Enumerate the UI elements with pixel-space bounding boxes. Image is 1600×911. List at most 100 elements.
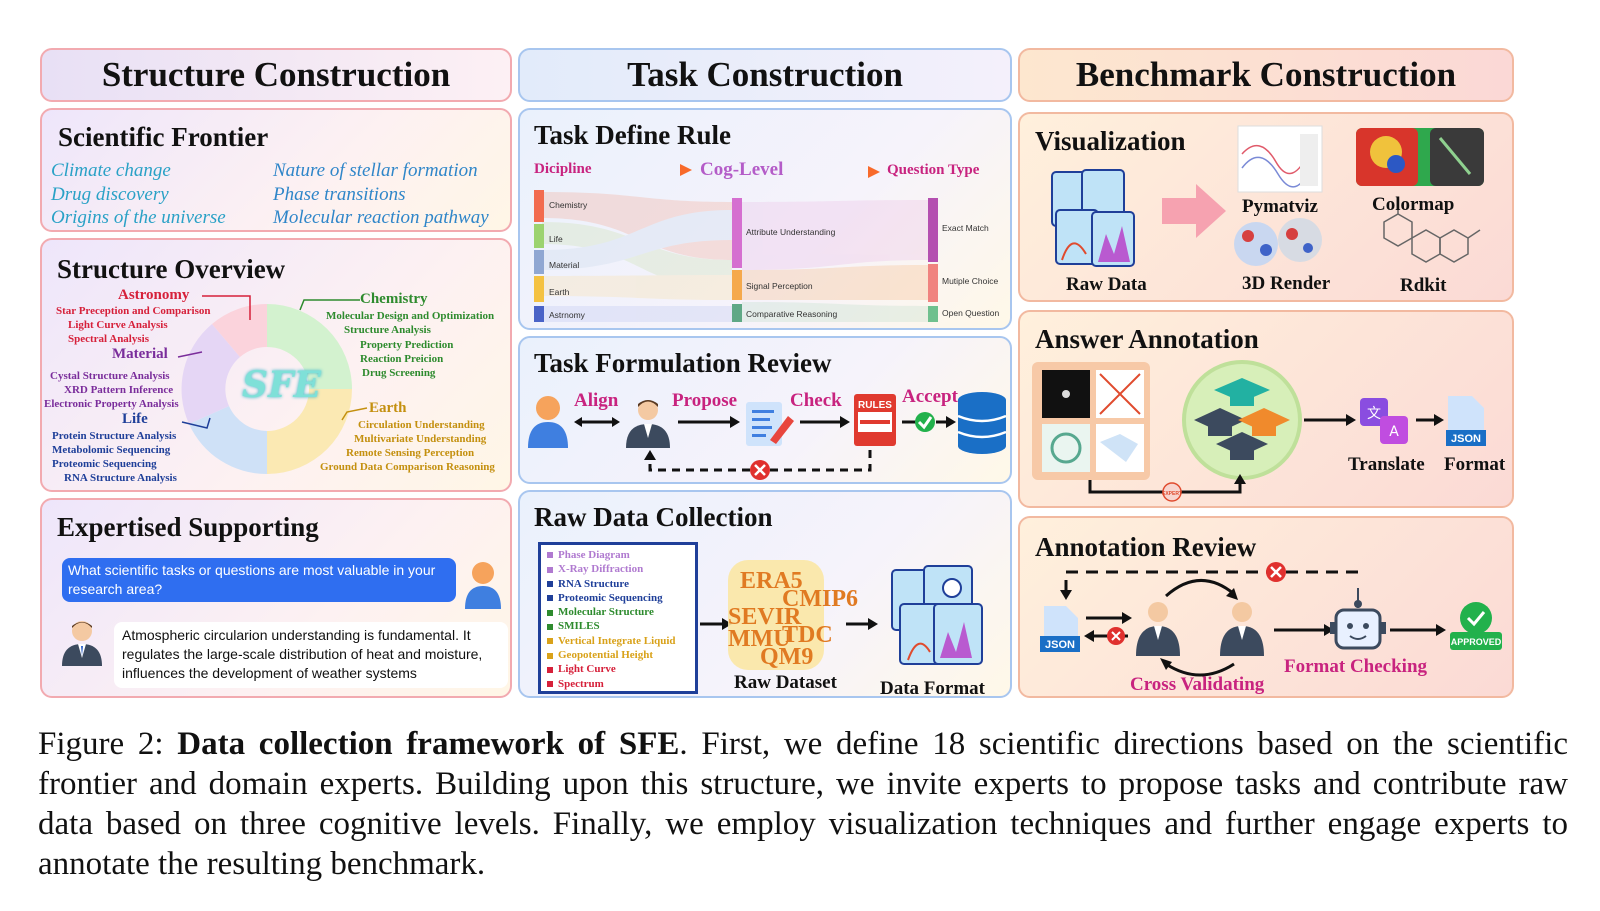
earth-task: Multivariate Understanding — [354, 433, 487, 445]
raw-data-item: Vertical Integrate Liquid — [547, 634, 695, 648]
data-format-files-icon — [891, 565, 983, 665]
frontier-item: Drug discovery — [51, 184, 169, 205]
raw-data-item: X-Ray Diffraction — [547, 562, 695, 576]
dataset-name: ERA5 — [740, 568, 803, 594]
cross-validating-label: Cross Validating — [1130, 674, 1265, 695]
graduation-caps-icon — [1194, 378, 1290, 460]
robot-checker-icon — [1330, 588, 1386, 650]
caption-bold: Data collection framework of SFE — [177, 726, 680, 762]
raw-data-item-label: X-Ray Diffraction — [558, 563, 644, 576]
header-structure-label: Structure Construction — [101, 55, 451, 94]
task-formulation-review-panel: Task Formulation Review Align Propose Ch… — [518, 336, 1012, 484]
header-task-label: Task Construction — [627, 55, 903, 94]
raw-data-item: Proteomic Sequencing — [547, 591, 695, 605]
rdkit-molecule-thumbnail — [1383, 204, 1481, 263]
tool-pymatviz-label: Pymatviz — [1242, 196, 1318, 217]
task-define-rule-title: Task Define Rule — [534, 120, 732, 150]
material-task: Cystal Structure Analysis — [50, 370, 170, 382]
raw-data-item: Geopotential Height — [547, 648, 695, 662]
answer-annotation-title: Answer Annotation — [1035, 324, 1259, 354]
sankey-node-astronomy — [534, 306, 544, 322]
document-icon — [746, 402, 794, 446]
dataset-name: QM9 — [760, 644, 814, 670]
bullet-square-icon — [547, 581, 553, 588]
bullet-square-icon — [547, 623, 553, 630]
task-define-rule-panel: Task Define Rule Dicipline Cog-Level Que… — [518, 108, 1012, 330]
dataset-name: CMIP6 — [782, 586, 858, 612]
dataset-cloud — [728, 560, 824, 670]
caption-text: . First, we define 18 scientific directi… — [38, 726, 1568, 882]
step-propose-label: Propose — [672, 390, 738, 411]
reviewer-b-icon — [1220, 602, 1264, 656]
structure-overview-title: Structure Overview — [57, 254, 286, 284]
domain-earth-label: Earth — [369, 400, 407, 416]
tool-rdkit-label: Rdkit — [1400, 275, 1447, 296]
sankey-label-discipline: Astrnomy — [549, 310, 585, 320]
raw-data-item-label: Light Curve — [558, 663, 616, 676]
astronomy-task: Star Preception and Comparison — [56, 305, 211, 317]
sankey-node-mutiple-choice — [928, 264, 938, 302]
raw-data-item-label: Spectrum — [558, 677, 604, 690]
step-align-label: Align — [574, 390, 619, 411]
translate-icon — [1360, 398, 1408, 444]
sankey-label-cog-level: Comparative Reasoning — [746, 309, 838, 319]
user-avatar-icon — [465, 562, 501, 609]
answer-bubble: Atmospheric circularion understanding is… — [114, 622, 508, 688]
header-benchmark-construction: Benchmark Construction — [1018, 48, 1514, 102]
astronomy-task: Light Curve Analysis — [68, 319, 168, 331]
sankey-label-question-type: Open Question — [942, 308, 1000, 318]
earth-task: Remote Sensing Perception — [346, 447, 475, 459]
raw-data-flow — [700, 560, 983, 670]
sankey-label-cog-level: Attribute Understanding — [746, 227, 836, 237]
step-accept-label: Accept — [902, 386, 958, 407]
json-file-text: JSON — [1451, 433, 1481, 445]
sankey-node-chemistry — [534, 190, 544, 222]
format-label: Format — [1444, 454, 1506, 475]
raw-data-item-label: Molecular Structure — [558, 606, 654, 619]
sankey-label-question-type: Exact Match — [942, 223, 989, 233]
user-icon — [528, 396, 568, 448]
frontier-item: Nature of stellar formation — [273, 160, 478, 181]
translate-glyph: 文 — [1367, 406, 1381, 422]
sankey-node-earth — [534, 276, 544, 302]
approved-text: APPROVED — [1451, 637, 1502, 647]
expert-badge-text: EXPERT — [1162, 491, 1182, 497]
sankey-node-exact-match — [928, 198, 938, 262]
chemistry-task: Reaction Preicion — [360, 353, 444, 365]
domain-life-label: Life — [122, 411, 148, 427]
caption-label: Figure 2: — [38, 726, 164, 762]
sankey-label-discipline: Material — [549, 260, 580, 270]
bullet-square-icon — [547, 552, 553, 559]
sankey-diagram — [534, 164, 938, 322]
dataset-name: TDC — [782, 622, 833, 648]
question-bubble: What scientific tasks or questions are m… — [62, 558, 456, 602]
bullet-square-icon — [547, 609, 553, 616]
expert-avatar-icon — [62, 621, 102, 666]
bullet-square-icon — [547, 595, 553, 602]
donut-segment-chemistry — [267, 304, 352, 389]
approved-badge-icon — [1450, 602, 1502, 650]
scientific-frontier-panel: Scientific Frontier Climate change Natur… — [40, 108, 512, 232]
frontier-item: Phase transitions — [273, 184, 406, 205]
sankey-node-open-question — [928, 306, 938, 322]
visualization-title: Visualization — [1035, 126, 1186, 156]
bullet-square-icon — [547, 566, 553, 573]
raw-data-item-label: Phase Diagram — [558, 549, 630, 561]
earth-task: Circulation Understanding — [358, 419, 485, 431]
flow-cog-level-label: Cog-Level — [700, 159, 784, 180]
raw-data-item: Spectrum — [547, 677, 695, 691]
sankey-node-attribute-understanding — [732, 198, 742, 268]
raw-data-item: SMILES — [547, 619, 695, 633]
3d-render-thumbnail — [1234, 218, 1322, 266]
earth-task: Ground Data Comparison Reasoning — [320, 461, 495, 473]
life-task: Proteomic Sequencing — [52, 458, 157, 470]
formulation-flow: RULES — [528, 392, 1007, 480]
raw-dataset-label: Raw Dataset — [734, 672, 837, 693]
raw-data-item: Molecular Structure — [547, 605, 695, 619]
sankey-node-comparative-reasoning — [732, 304, 742, 322]
tool-3d-render-label: 3D Render — [1242, 273, 1331, 294]
step-check-label: Check — [790, 390, 842, 411]
raw-data-item: Phase Diagram — [547, 548, 695, 562]
